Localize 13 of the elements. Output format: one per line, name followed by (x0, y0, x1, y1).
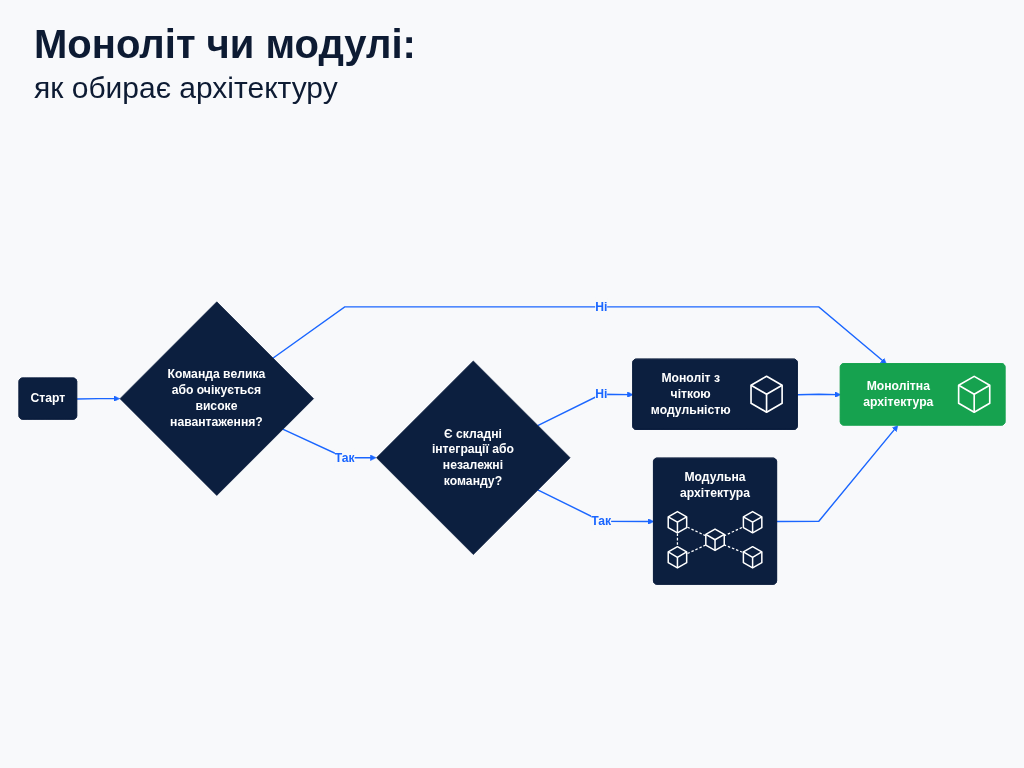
edge-label: Так (591, 514, 612, 528)
edge-label: Ні (595, 387, 608, 401)
arrow (537, 391, 634, 427)
node-diamond: Команда велика або очікується високе навантаження? (119, 301, 314, 496)
node-diamond: Є складні інтеграції або незалежні команду? (376, 360, 571, 555)
title: Моноліт чи модулі: (34, 21, 416, 68)
edge-label: Так (334, 450, 355, 465)
arrow (272, 306, 887, 365)
edge-label: Ні (595, 299, 608, 314)
subtitle: як обирає архітектуру (34, 70, 338, 106)
arrow (797, 391, 841, 398)
arrow (76, 395, 120, 402)
arrow (776, 425, 899, 523)
